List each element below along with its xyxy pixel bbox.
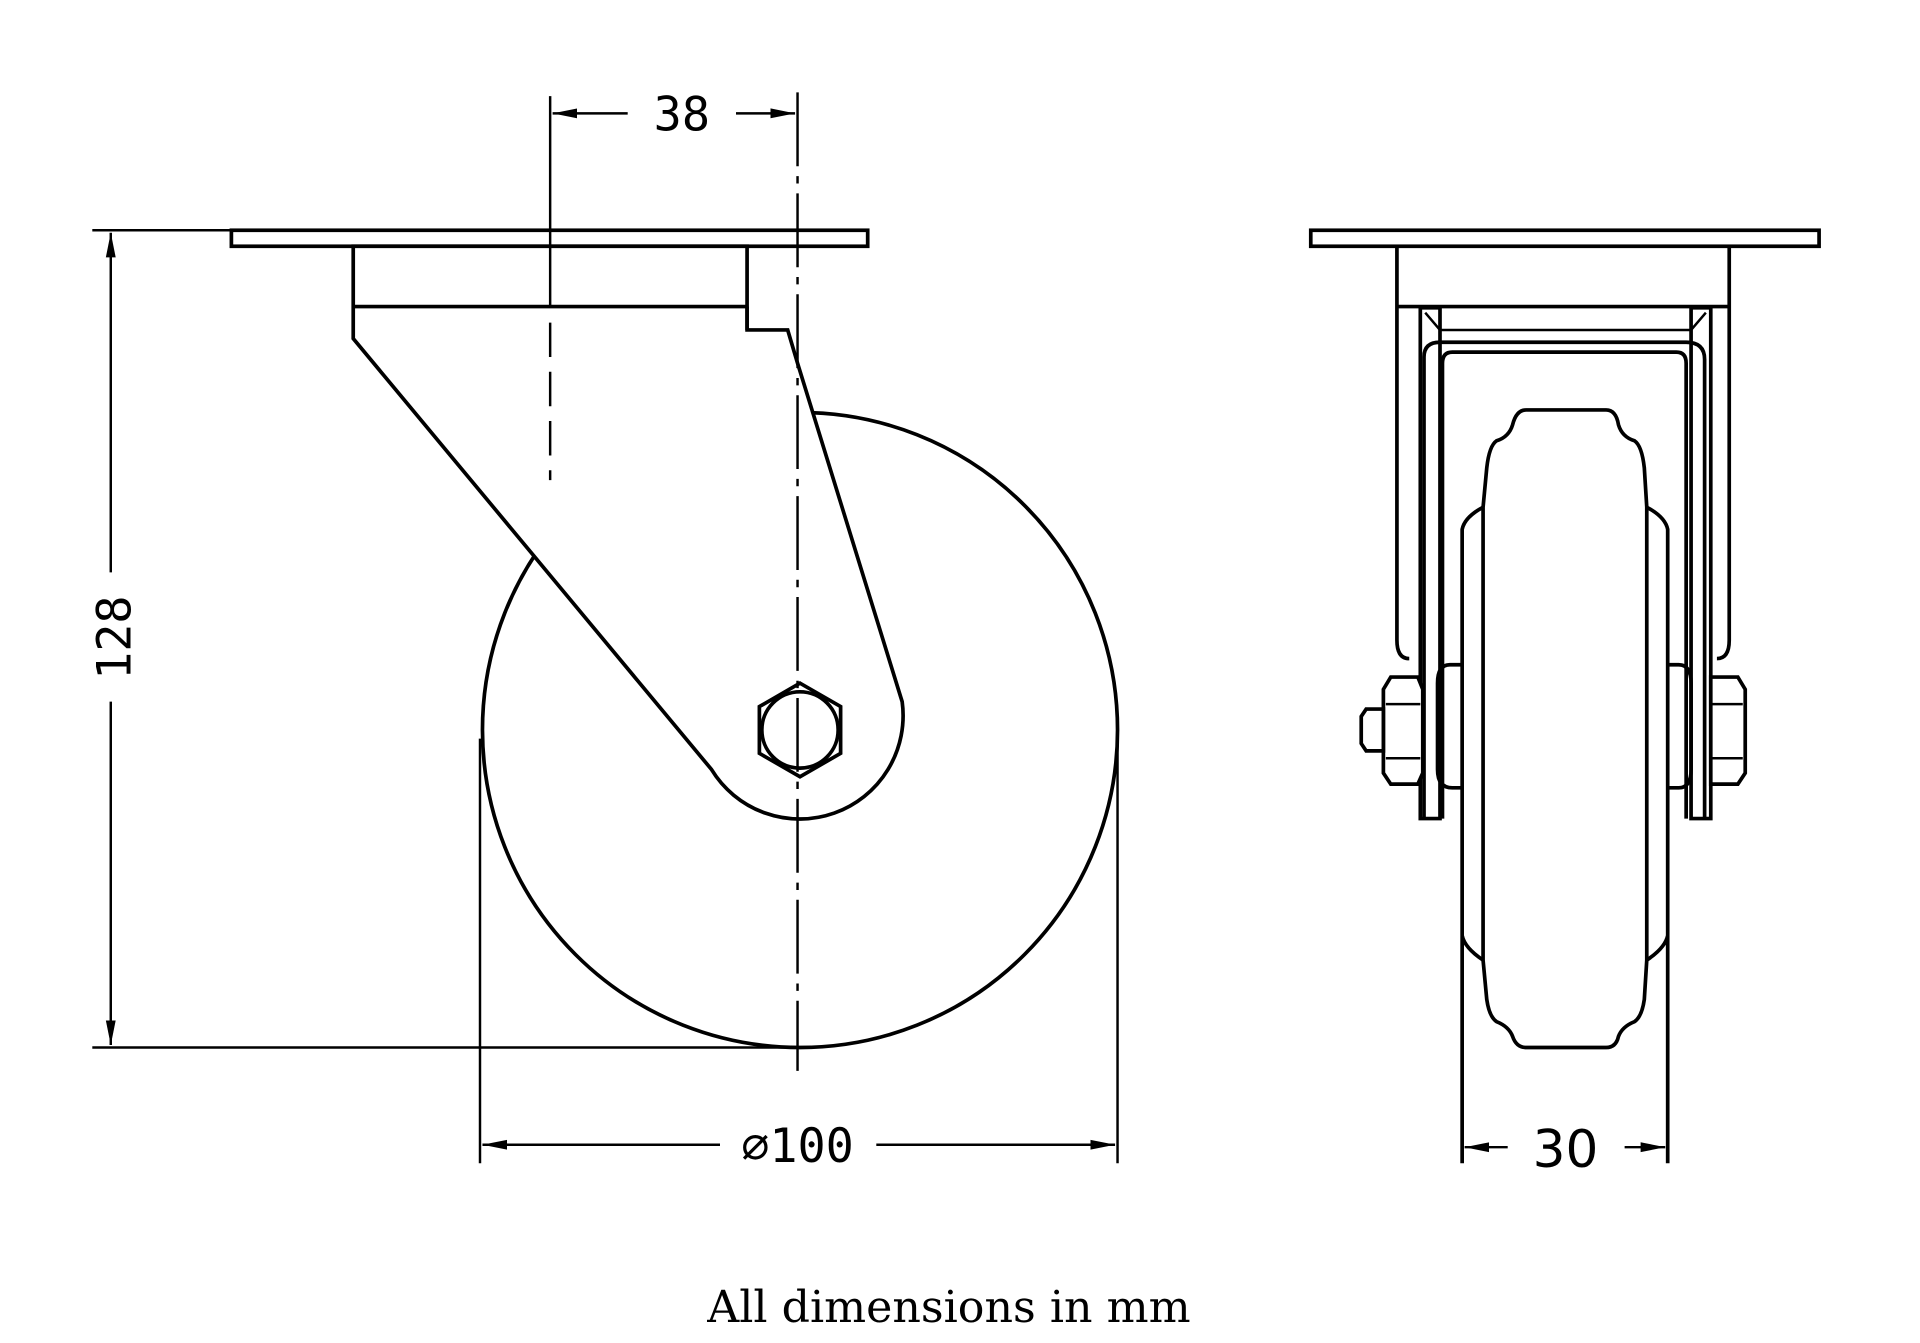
front-view (229, 92, 1120, 1071)
fork-leg-right (1689, 305, 1713, 821)
dimension-height: 128 (88, 229, 800, 1049)
axle-nut-hexagon (757, 681, 843, 779)
width-label: 30 (1533, 1120, 1599, 1180)
side-top-plate (1308, 228, 1821, 249)
nut-left (1381, 675, 1425, 786)
dimension-wheel-diameter: ⌀100 (478, 738, 1119, 1174)
axle-bolt (760, 689, 840, 770)
diameter-label: ⌀100 (741, 1120, 854, 1174)
side-view (1308, 228, 1821, 1164)
caption: All dimensions in mm (706, 1282, 1190, 1333)
fork-leg-left (1418, 305, 1442, 821)
nut-right (1708, 675, 1748, 786)
bolt-end (1359, 707, 1386, 753)
side-tyre (1481, 408, 1649, 1050)
offset-label: 38 (654, 89, 710, 143)
height-label: 128 (88, 595, 142, 679)
dimension-wheel-width: 30 (1464, 1120, 1666, 1180)
swivel-fork (351, 244, 905, 821)
side-wheel-rim (1460, 505, 1485, 1164)
dimension-offset: 38 (552, 89, 796, 143)
